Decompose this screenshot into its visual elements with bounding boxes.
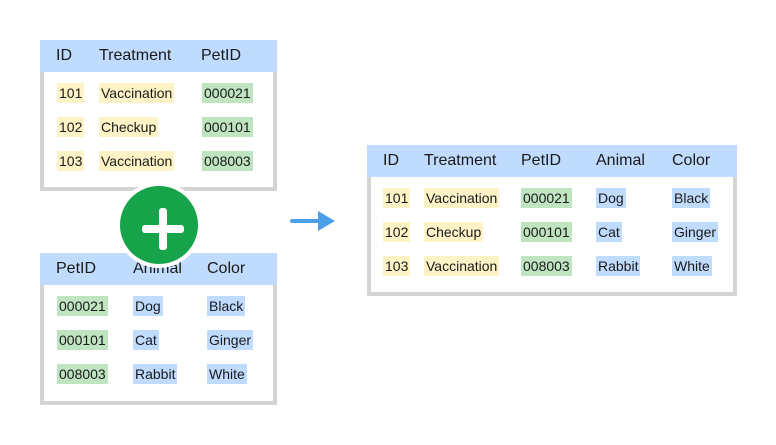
plus-disc	[120, 186, 198, 264]
cell-color: Ginger	[207, 330, 254, 350]
header-animal: Animal	[596, 152, 645, 169]
cell-petid: 008003	[202, 151, 253, 171]
cell-petid: 000101	[521, 222, 572, 242]
cell-animal: Cat	[133, 330, 159, 350]
cell-id: 102	[383, 222, 411, 242]
cell-animal: Dog	[596, 188, 626, 208]
pets-table: PetID Animal Color 000021 Dog Black 0001…	[40, 253, 277, 405]
header-treatment: Treatment	[99, 47, 172, 64]
header-id: ID	[56, 47, 72, 64]
cell-id: 101	[57, 83, 85, 103]
cell-color: Black	[207, 296, 246, 316]
cell-petid: 008003	[521, 256, 572, 276]
cell-petid: 000101	[202, 117, 253, 137]
treatments-table: ID Treatment PetID 101 Vaccination 00002…	[40, 40, 277, 191]
cell-color: White	[207, 364, 247, 384]
arrow-right-icon	[290, 211, 335, 231]
joined-table: ID Treatment PetID Animal Color 101 Vacc…	[367, 145, 737, 296]
header-color: Color	[207, 260, 246, 277]
header-id: ID	[383, 152, 399, 169]
cell-color: Black	[672, 188, 711, 208]
cell-petid: 000021	[202, 83, 253, 103]
header-petid: PetID	[521, 152, 562, 169]
cell-treatment: Checkup	[424, 222, 484, 242]
table-header: ID Treatment PetID Animal Color	[367, 145, 737, 177]
header-petid: PetID	[56, 260, 97, 277]
header-treatment: Treatment	[424, 152, 497, 169]
cell-petid: 000021	[57, 296, 108, 316]
cell-treatment: Vaccination	[424, 188, 500, 208]
cell-treatment: Vaccination	[99, 151, 175, 171]
header-color: Color	[672, 152, 711, 169]
cell-id: 101	[383, 188, 411, 208]
cell-animal: Dog	[133, 296, 163, 316]
cell-color: Ginger	[672, 222, 719, 242]
cell-animal: Rabbit	[133, 364, 178, 384]
cell-animal: Rabbit	[596, 256, 641, 276]
cell-animal: Cat	[596, 222, 622, 242]
cell-treatment: Vaccination	[99, 83, 175, 103]
cell-treatment: Checkup	[99, 117, 159, 137]
cell-color: White	[672, 256, 712, 276]
table-header: ID Treatment PetID	[40, 40, 277, 72]
cell-id: 103	[57, 151, 85, 171]
cell-petid: 000021	[521, 188, 572, 208]
cell-id: 102	[57, 117, 85, 137]
cell-petid: 000101	[57, 330, 108, 350]
header-petid: PetID	[201, 47, 242, 64]
cell-petid: 008003	[57, 364, 108, 384]
plus-icon	[116, 182, 202, 268]
plus-bar-vertical	[159, 208, 167, 250]
cell-id: 103	[383, 256, 411, 276]
cell-treatment: Vaccination	[424, 256, 500, 276]
